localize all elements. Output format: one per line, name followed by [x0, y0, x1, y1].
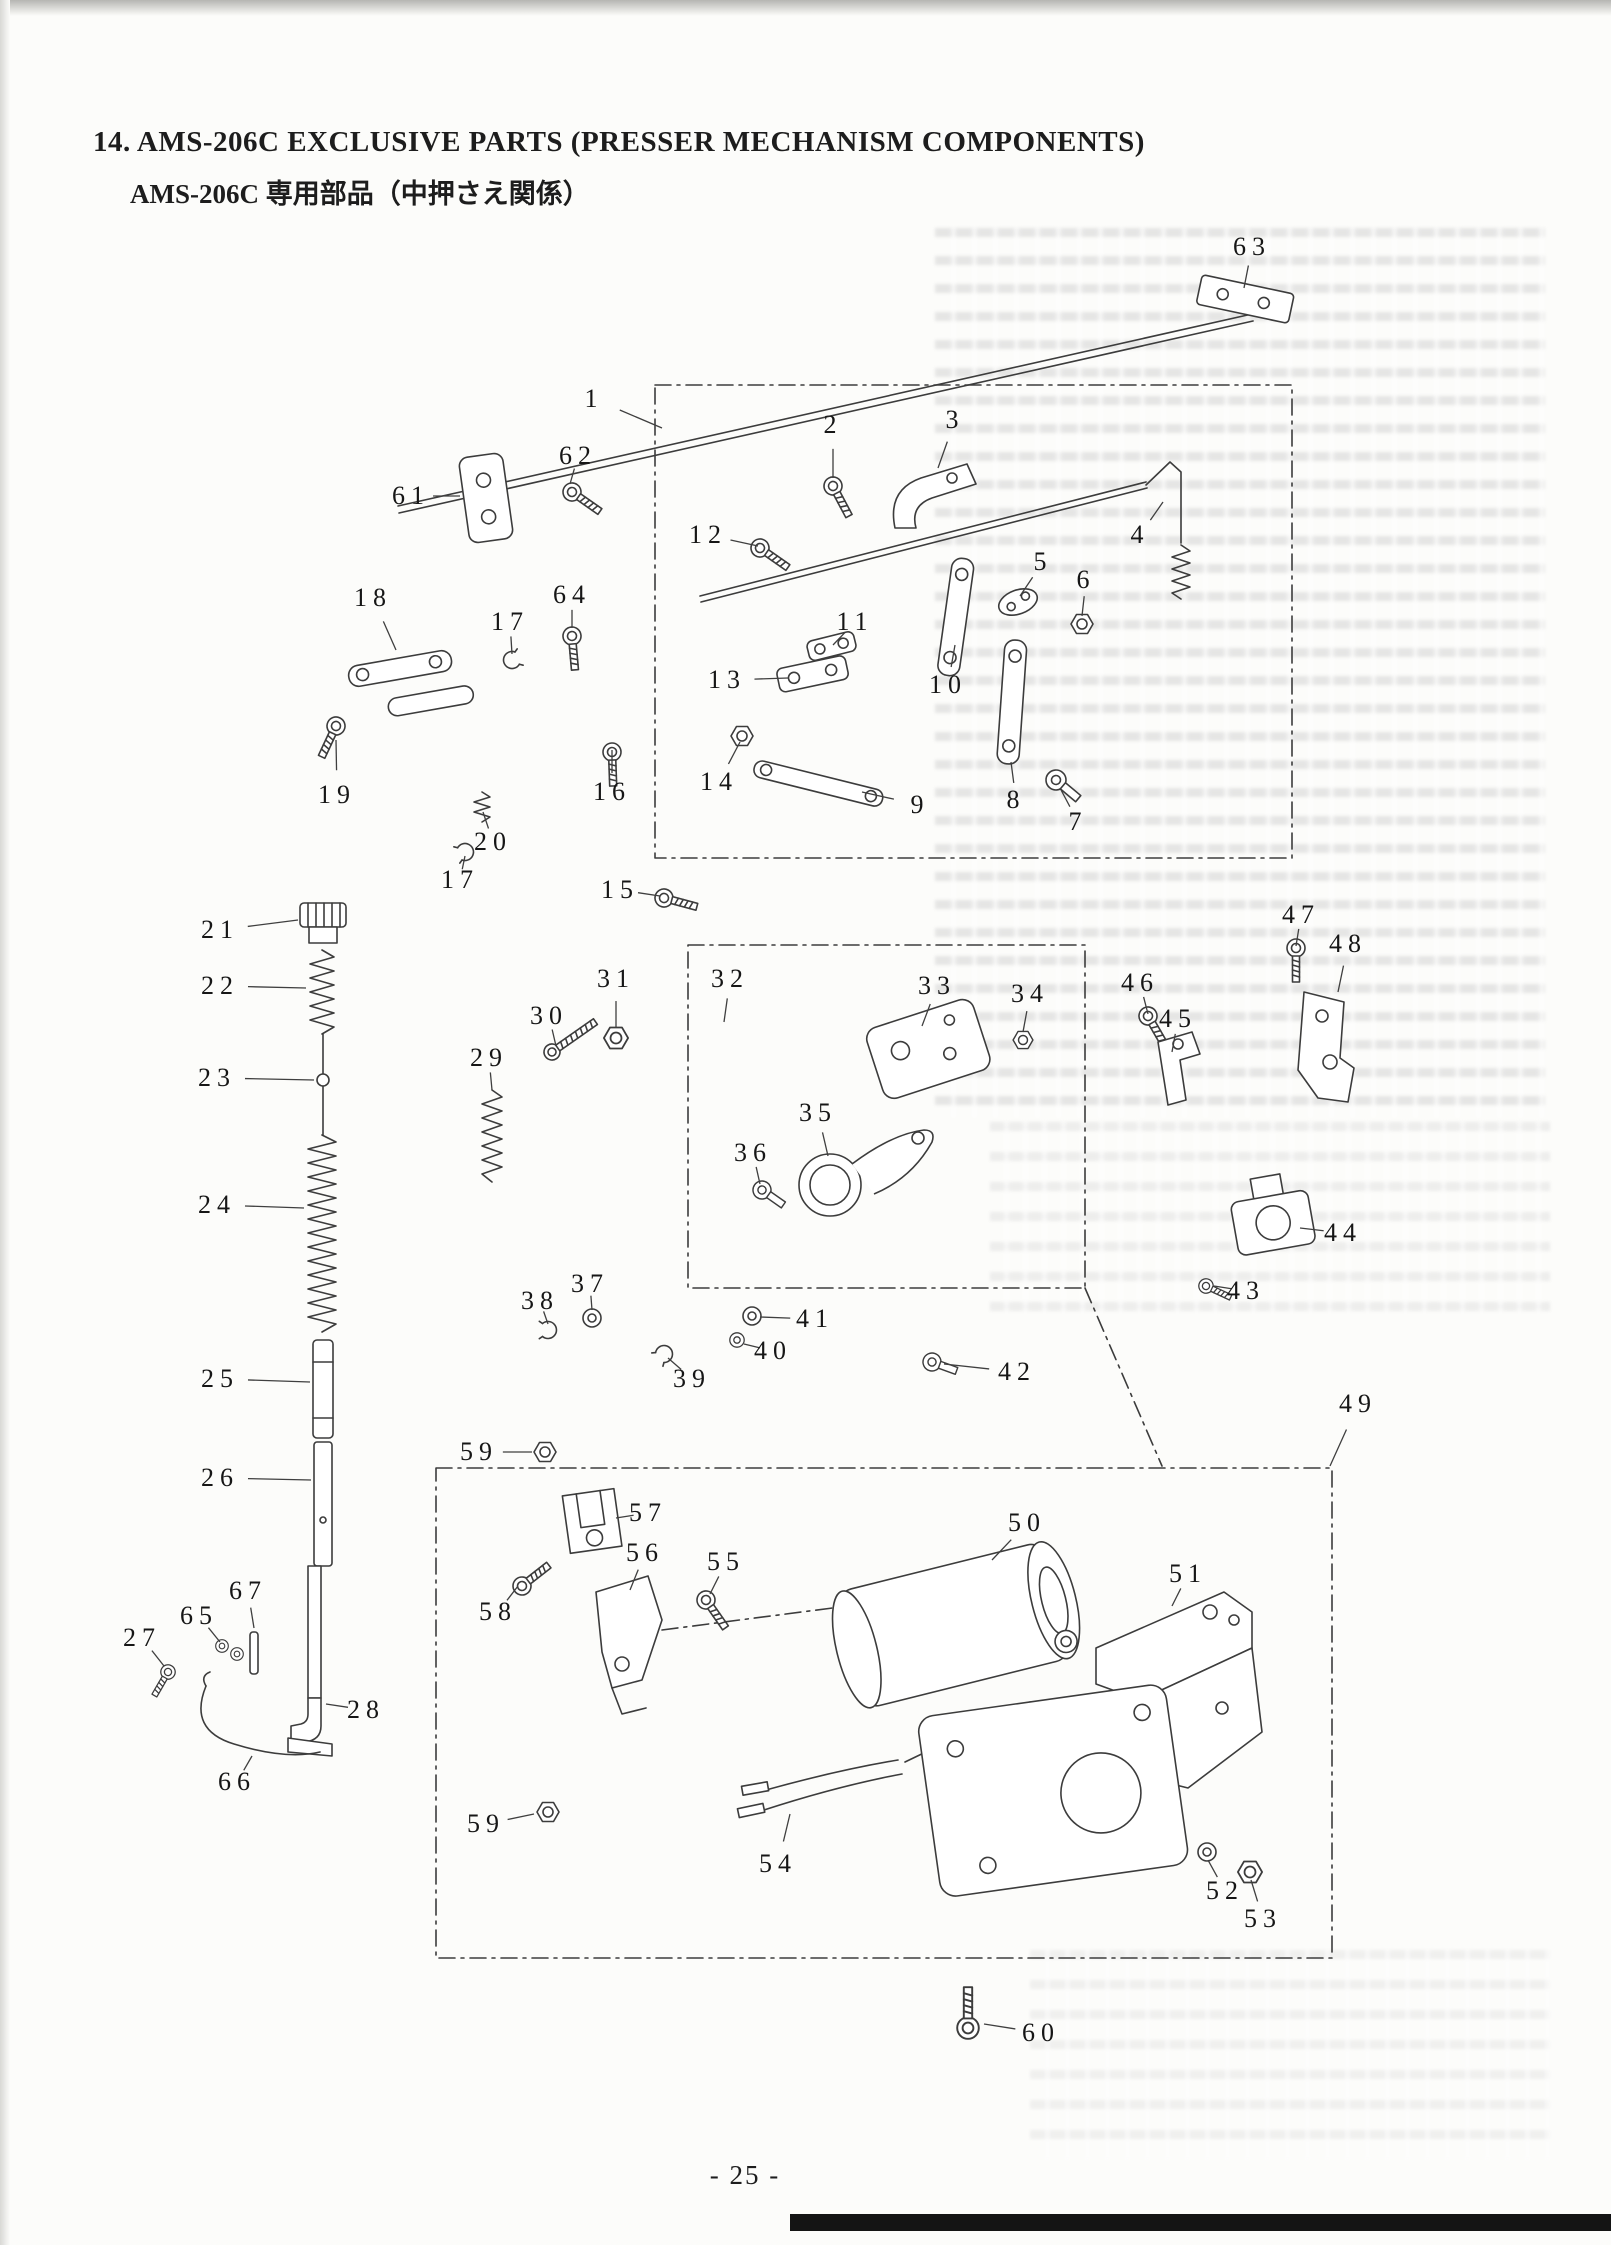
part-11-bracket: [806, 631, 857, 662]
part-44-clamp: [1230, 1173, 1316, 1256]
part-28-presser-foot: [287, 1565, 333, 1757]
part-20-spring: [473, 791, 491, 823]
part-64-screw: [561, 625, 585, 672]
part-13-plate: [776, 655, 849, 693]
assembly-box-32: [687, 944, 1086, 1289]
part-40-washer: [729, 1332, 745, 1348]
part-59-nut-upper: [533, 1441, 557, 1463]
section-heading: 14. AMS-206C EXCLUSIVE PARTS (PRESSER ME…: [93, 126, 1145, 158]
section-subheading-jp: AMS-206C 専用部品（中押さえ関係）: [130, 179, 590, 209]
part-60-screw: [956, 1986, 980, 2040]
part-6-nut: [1070, 613, 1094, 635]
part-7-thumbscrew: [1041, 765, 1086, 808]
part-26-shaft: [313, 1441, 333, 1567]
mounting-plate: [917, 1684, 1189, 1897]
part-43-screw: [1195, 1275, 1235, 1305]
part-27-screw: [147, 1661, 179, 1700]
part-54-wires: [736, 1759, 903, 1819]
part-35-arm: [798, 1129, 934, 1217]
part-33-plate: [865, 998, 991, 1100]
scan-edge-top: [0, 0, 1611, 16]
part-41-collar: [742, 1306, 762, 1326]
part-17b-ering: [453, 840, 477, 864]
part-3-bracket: [892, 463, 977, 529]
part-30-screw: [540, 1014, 601, 1064]
assembly-box-49: [435, 1467, 1333, 1959]
part-5-plate: [997, 588, 1039, 616]
part-48-bracket: [1297, 991, 1355, 1103]
part-2-screw: [820, 473, 858, 522]
part-55-screw: [692, 1586, 734, 1634]
part-long-rod: [397, 313, 1254, 514]
part-29-spring: [481, 1089, 503, 1183]
part-65-washer-a: [215, 1639, 229, 1653]
part-18-arm: [347, 649, 453, 688]
part-8-link: [996, 639, 1028, 765]
part-24-spring: [307, 1134, 337, 1333]
centerline-cylinder: [661, 1605, 849, 1631]
part-58-screw: [508, 1557, 556, 1600]
part-63-block: [1196, 274, 1295, 324]
part-61-plate: [458, 452, 514, 544]
part-9-arm: [753, 760, 884, 807]
part-10-link: [937, 557, 975, 677]
scan-bottom-bar: [790, 2214, 1611, 2231]
part-12-screw: [746, 534, 794, 576]
part-21-knob: [299, 902, 347, 944]
part-65-washer-b: [230, 1647, 244, 1661]
part-15-screw: [652, 886, 700, 917]
part-23-collar: [316, 1073, 330, 1087]
part-36-screw: [748, 1176, 790, 1214]
part-37-washer: [582, 1308, 602, 1328]
part-19-screw: [312, 713, 349, 762]
part-50-cylinder: [831, 1540, 1081, 1709]
part-34-nut: [1012, 1030, 1034, 1050]
assembly-box-1: [654, 384, 1293, 859]
part-62-screw: [558, 478, 606, 520]
part-25-shaft: [312, 1339, 334, 1439]
part-57-clevis: [561, 1487, 623, 1555]
page-number: - 25 -: [709, 2160, 781, 2190]
part-56-bracket: [595, 1575, 663, 1715]
part-53-nut: [1237, 1860, 1263, 1884]
part-18-arm-lower: [387, 685, 475, 717]
part-66-wire-spring: [200, 1671, 321, 1756]
scan-edge-left: [0, 0, 10, 2245]
leader-lines: [151, 265, 1348, 2030]
part-45-bracket: [1157, 1031, 1201, 1106]
part-31-nut: [603, 1026, 629, 1050]
part-52-washer: [1197, 1842, 1217, 1862]
part-4-rod-and-spring: [699, 461, 1191, 603]
part-14-nut: [730, 725, 754, 747]
part-22-spring: [309, 949, 335, 1035]
part-67-pin: [249, 1631, 259, 1675]
centerline-connector: [1084, 1287, 1163, 1467]
part-59-nut-lower: [536, 1801, 560, 1823]
